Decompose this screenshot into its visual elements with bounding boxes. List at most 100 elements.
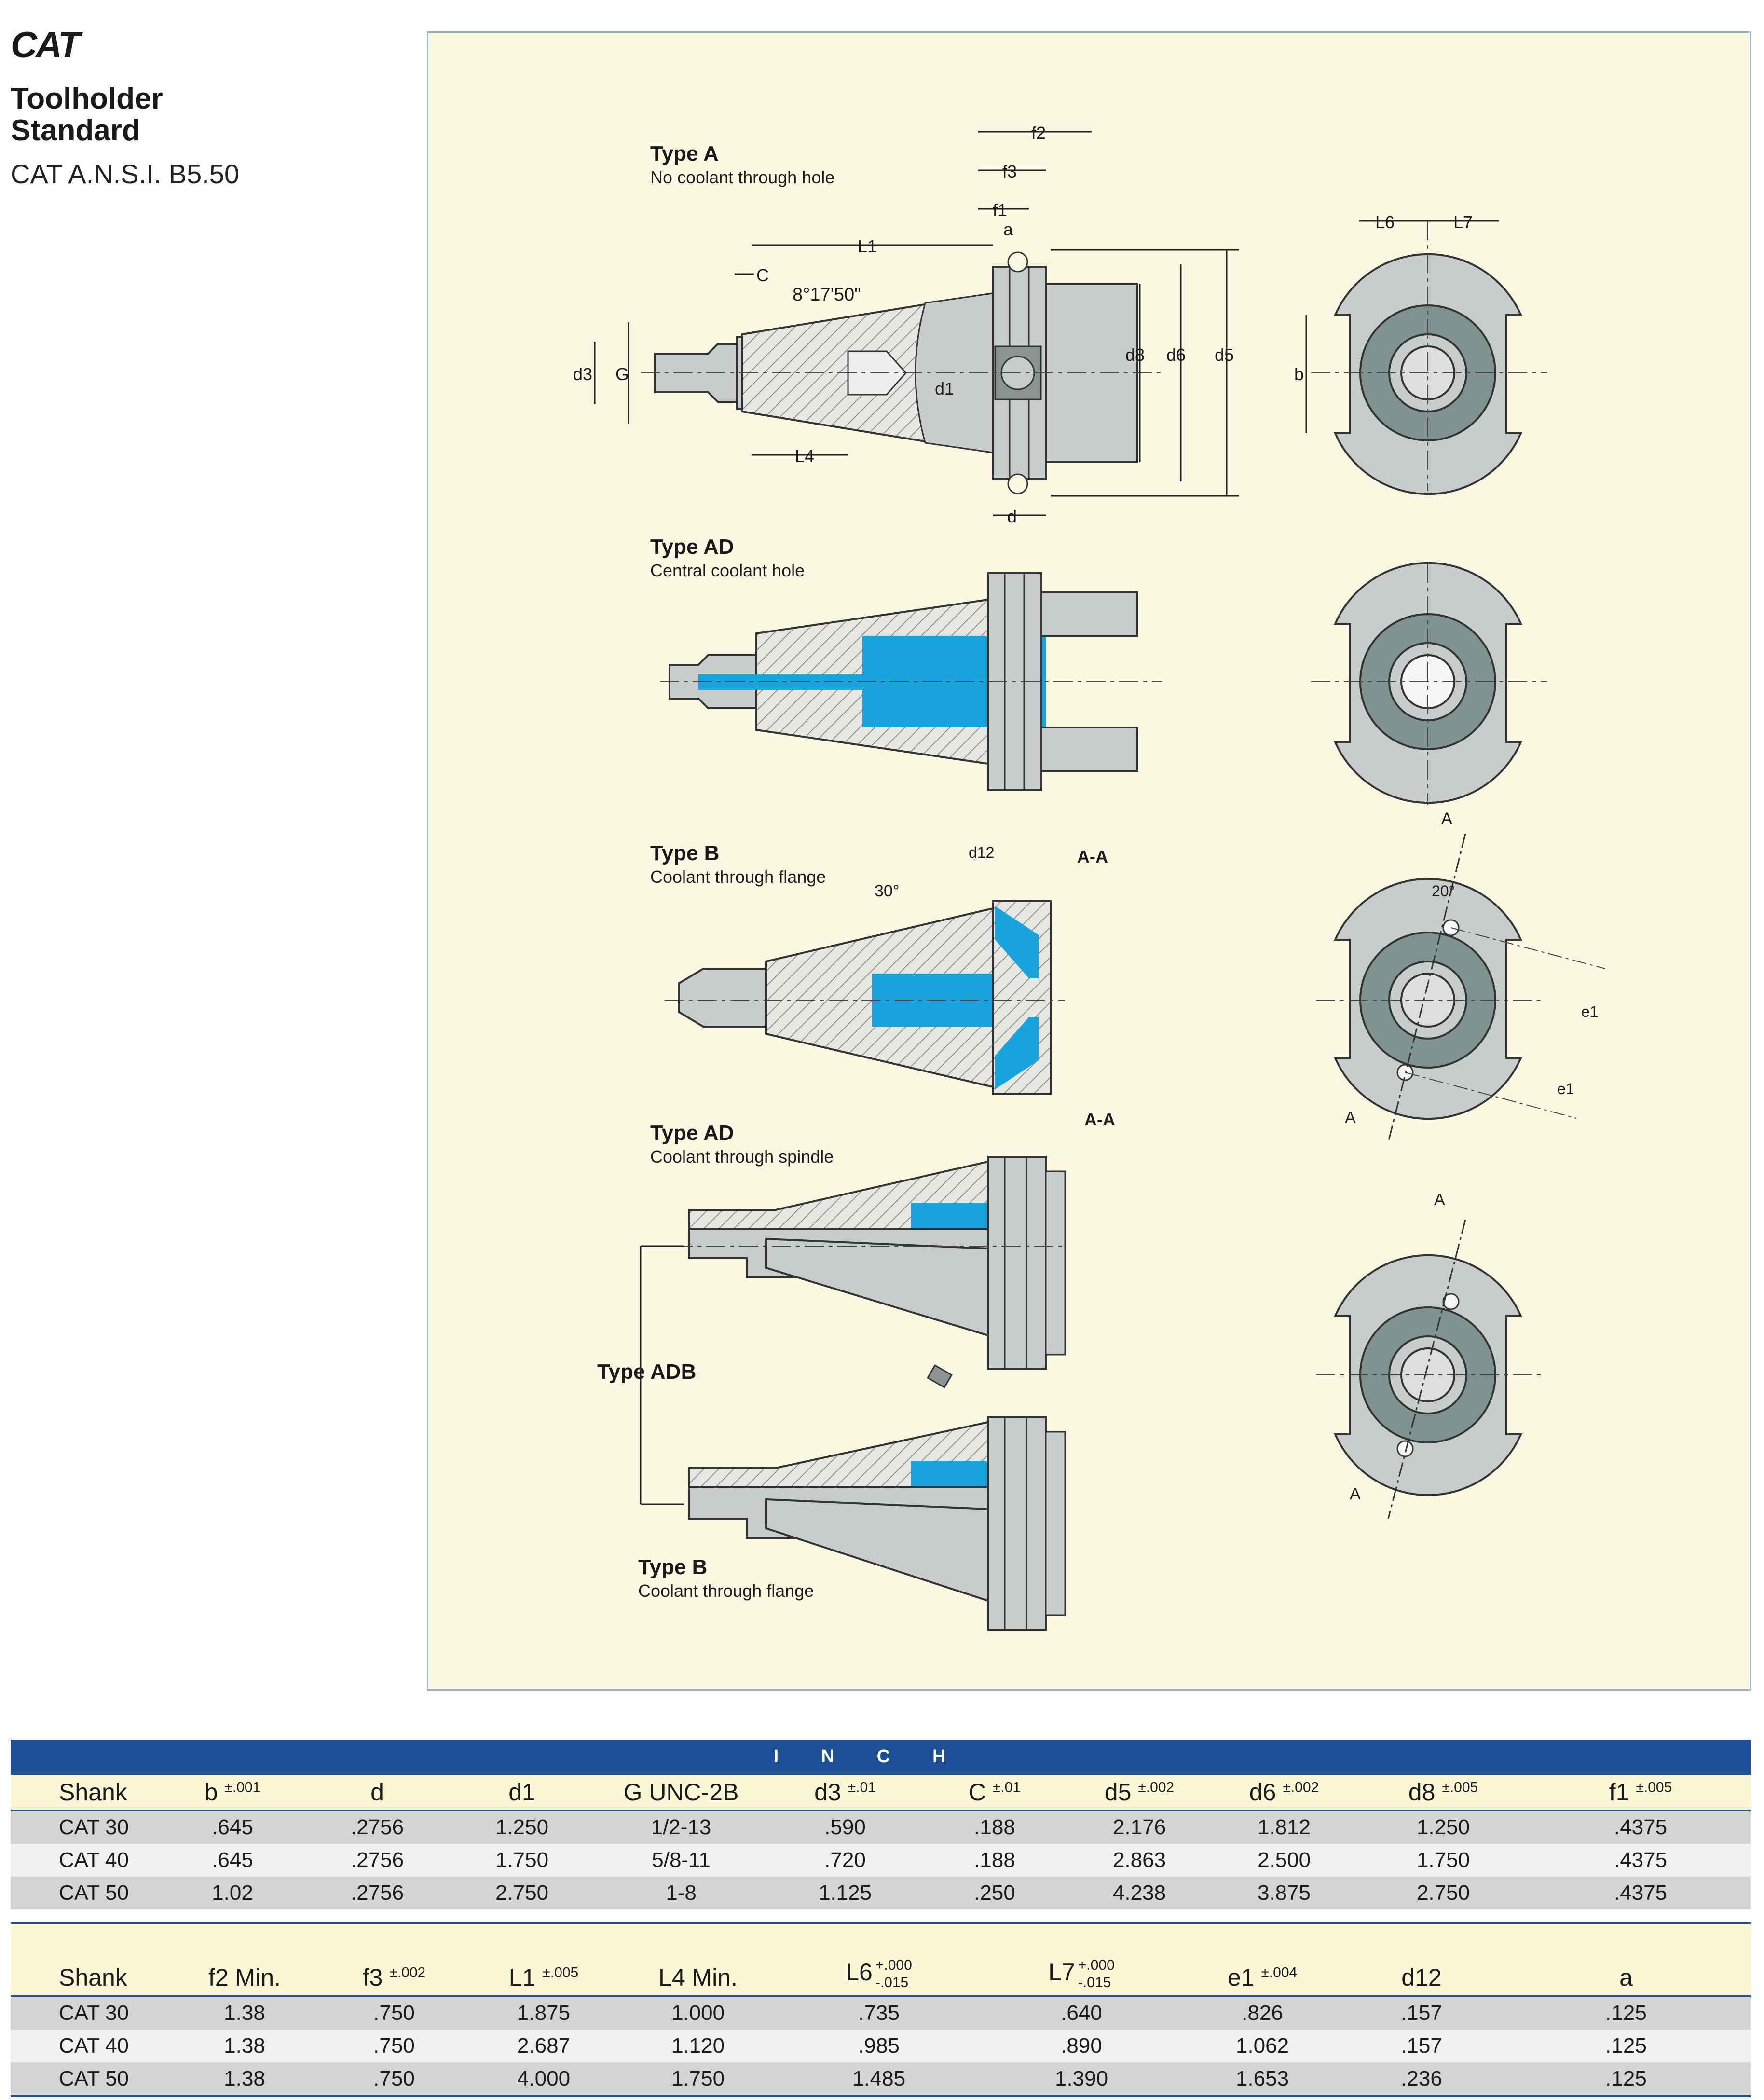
cell: CAT 40	[11, 2030, 170, 2062]
cell: .157	[1342, 1996, 1501, 2030]
cell: .645	[160, 1810, 305, 1844]
cell: .645	[160, 1844, 305, 1877]
cell: .985	[778, 2030, 980, 2062]
label-e1-1: e1	[1581, 1003, 1599, 1020]
col-header: d	[305, 1773, 450, 1811]
label-L7: L7	[1453, 212, 1473, 232]
cell: 1.875	[469, 1996, 618, 2030]
type-a-desc: No coolant through hole	[650, 167, 834, 187]
cell: .2756	[305, 1844, 450, 1877]
col-header: f2 Min.	[170, 1922, 319, 1997]
cell: .4375	[1530, 1877, 1751, 1909]
col-header: L6+.000-.015	[778, 1922, 980, 1997]
cell: 2.750	[1356, 1877, 1530, 1909]
cell: 1.38	[170, 2062, 319, 2096]
cell: 1.02	[160, 1877, 305, 1909]
cell: .157	[1342, 2030, 1501, 2062]
label-f1: f1	[993, 200, 1007, 220]
label-d5: d5	[1215, 345, 1234, 365]
cell: 2.500	[1212, 1844, 1356, 1877]
cell: .125	[1501, 2062, 1751, 2096]
col-header: d6 ±.002	[1212, 1773, 1356, 1811]
col-header: d8 ±.005	[1356, 1773, 1530, 1811]
cell: CAT 30	[11, 1996, 170, 2030]
label-e1-2: e1	[1557, 1080, 1574, 1098]
cell: 1.653	[1183, 2062, 1342, 2096]
cell: 2.176	[1067, 1810, 1212, 1844]
col-header: a	[1501, 1922, 1751, 1997]
label-L1: L1	[858, 236, 877, 256]
type-b1-end-view	[1316, 833, 1606, 1143]
col-header: C ±.01	[922, 1773, 1067, 1811]
type-a-title: Type A	[650, 142, 719, 165]
col-header: e1 ±.004	[1183, 1922, 1342, 1997]
col-header: Shank	[11, 1773, 160, 1811]
type-ad2-desc: Coolant through spindle	[650, 1147, 834, 1167]
label-A-2: A	[1345, 1109, 1356, 1127]
cell: 2.863	[1067, 1844, 1212, 1877]
cell: 1.750	[618, 2062, 778, 2096]
cell: .640	[980, 1996, 1183, 2030]
type-adb-end-view	[1316, 1219, 1543, 1519]
cell: 1-8	[594, 1877, 768, 1909]
cell: 1.38	[170, 1996, 319, 2030]
cell: 1.750	[450, 1844, 594, 1877]
technical-drawing-panel: Type A No coolant through hole	[427, 31, 1751, 1691]
cell: 5/8-11	[594, 1844, 768, 1877]
brand-logo: CAT	[11, 25, 81, 66]
cell: .4375	[1530, 1844, 1751, 1877]
cell: .125	[1501, 1996, 1751, 2030]
cell: 1.125	[768, 1877, 922, 1909]
label-b: b	[1294, 364, 1304, 384]
label-G: G	[615, 364, 629, 384]
label-angle-20: 20°	[1432, 882, 1455, 900]
cell: CAT 50	[11, 2062, 170, 2096]
col-header: d5 ±.002	[1067, 1773, 1212, 1811]
dimensions-table-1: INCH Shank b ±.001 d d1 G UNC-2B d3 ±.01…	[11, 1740, 1751, 1909]
cell: .720	[768, 1844, 922, 1877]
type-b1-desc: Coolant through flange	[650, 867, 826, 887]
cell: .590	[768, 1810, 922, 1844]
cell: 1/2-13	[594, 1810, 768, 1844]
col-header: f3 ±.002	[319, 1922, 469, 1997]
cell: 1.250	[1356, 1810, 1530, 1844]
cell: 1.750	[1356, 1844, 1530, 1877]
cell: 1.120	[618, 2030, 778, 2062]
cell: .750	[319, 1996, 469, 2030]
label-C: C	[756, 265, 769, 285]
type-a-drawing: Type A No coolant through hole	[573, 123, 1547, 526]
col-header: L7+.000-.015	[980, 1922, 1183, 1997]
cell: .4375	[1530, 1810, 1751, 1844]
type-ad-spindle-drawing: Type AD Coolant through spindle A-A Type…	[597, 1110, 1543, 1631]
toolholder-drawings: Type A No coolant through hole	[573, 123, 1606, 1631]
cell: 1.000	[618, 1996, 778, 2030]
cell: 4.238	[1067, 1877, 1212, 1909]
label-d12: d12	[969, 844, 994, 861]
label-f3: f3	[1002, 162, 1017, 181]
label-L4: L4	[795, 446, 814, 466]
type-b2-title: Type B	[638, 1555, 707, 1579]
dimensions-table-2: Shank f2 Min. f3 ±.002 L1 ±.005 L4 Min. …	[11, 1922, 1751, 2097]
cell: 4.000	[469, 2062, 618, 2096]
cell: 1.062	[1183, 2030, 1342, 2062]
label-L6: L6	[1375, 212, 1395, 232]
cell: 1.390	[980, 2062, 1183, 2096]
type-ad2-title: Type AD	[650, 1121, 734, 1145]
table1-header-row: Shank b ±.001 d d1 G UNC-2B d3 ±.01 C ±.…	[11, 1773, 1751, 1811]
cell: 3.875	[1212, 1877, 1356, 1909]
type-ad1-end-view	[1311, 562, 1547, 805]
page-subtitle: CAT A.N.S.I. B5.50	[11, 159, 240, 189]
type-adb-label: Type ADB	[597, 1360, 696, 1384]
label-angle-30: 30°	[875, 882, 899, 900]
type-ad1-title: Type AD	[650, 535, 734, 559]
page-title-line2: Standard	[11, 114, 140, 147]
label-taper-angle: 8°17'50"	[793, 285, 861, 305]
label-d: d	[1007, 507, 1017, 526]
label-d6: d6	[1166, 345, 1186, 365]
label-A-4: A	[1350, 1485, 1361, 1503]
label-d8: d8	[1125, 345, 1145, 365]
